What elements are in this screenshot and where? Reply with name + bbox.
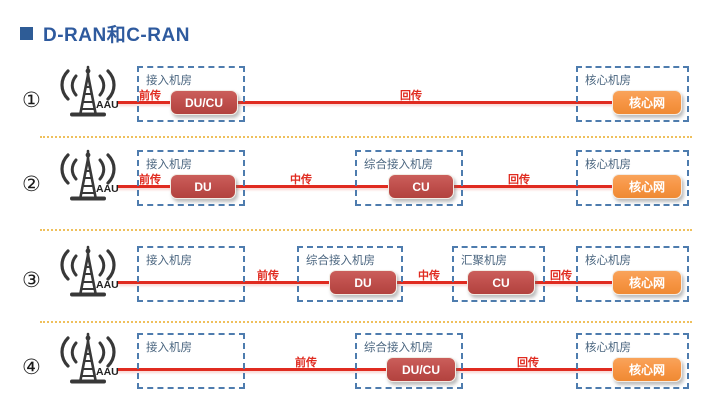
node-core-network: 核心网 [612,174,682,199]
backhaul-label: 回传 [400,90,422,102]
room-label: 接入机房 [146,75,192,87]
page-title: D-RAN和C-RAN [43,25,190,46]
room-label: 核心机房 [585,159,631,171]
red-link-line [118,101,642,104]
divider [40,321,692,323]
fronthaul-label: 前传 [257,270,279,282]
red-link-line [118,368,642,371]
fronthaul-label: 前传 [139,90,161,102]
room-access: 接入机房 [137,150,245,206]
row-number: ④ [22,356,41,379]
room-label: 综合接入机房 [364,159,433,171]
room-label: 核心机房 [585,75,631,87]
midhaul-label: 中传 [290,174,312,186]
row-number: ① [22,89,41,112]
room-aggregation: 汇聚机房 [452,246,545,302]
aau-label: AAU [96,183,119,195]
room-label: 汇聚机房 [461,255,507,267]
node-du: DU [329,270,397,295]
room-integrated-access: 综合接入机房 [297,246,403,302]
midhaul-label: 中传 [418,270,440,282]
cell-tower-icon: AAU [56,330,120,388]
aau-label: AAU [96,366,119,378]
node-du-cu: DU/CU [386,357,456,382]
node-du-cu: DU/CU [170,90,238,115]
room-access: 接入机房 [137,246,245,302]
divider [40,229,692,231]
cell-tower-icon: AAU [56,147,120,205]
room-label: 接入机房 [146,255,192,267]
node-cu: CU [388,174,454,199]
backhaul-label: 回传 [550,270,572,282]
room-label: 核心机房 [585,342,631,354]
backhaul-label: 回传 [517,357,539,369]
fronthaul-label: 前传 [139,174,161,186]
room-core: 核心机房 [576,150,689,206]
room-access: 接入机房 [137,66,245,122]
room-access: 接入机房 [137,333,245,389]
node-core-network: 核心网 [612,270,682,295]
room-label: 综合接入机房 [364,342,433,354]
room-label: 接入机房 [146,159,192,171]
row-number: ③ [22,269,41,292]
room-label: 核心机房 [585,255,631,267]
room-label: 接入机房 [146,342,192,354]
room-core: 核心机房 [576,66,689,122]
node-core-network: 核心网 [612,357,682,382]
cell-tower-icon: AAU [56,63,120,121]
node-cu: CU [467,270,535,295]
room-label: 综合接入机房 [306,255,375,267]
aau-label: AAU [96,279,119,291]
room-integrated-access: 综合接入机房 [355,150,463,206]
room-core: 核心机房 [576,333,689,389]
title-bar: D-RAN和C-RAN [20,20,190,47]
node-du: DU [170,174,236,199]
room-core: 核心机房 [576,246,689,302]
red-link-line [118,185,642,188]
aau-label: AAU [96,99,119,111]
bullet-icon [20,27,33,40]
backhaul-label: 回传 [508,174,530,186]
divider [40,136,692,138]
fronthaul-label: 前传 [295,357,317,369]
node-core-network: 核心网 [612,90,682,115]
row-number: ② [22,173,41,196]
room-integrated-access: 综合接入机房 [355,333,463,389]
cell-tower-icon: AAU [56,243,120,301]
